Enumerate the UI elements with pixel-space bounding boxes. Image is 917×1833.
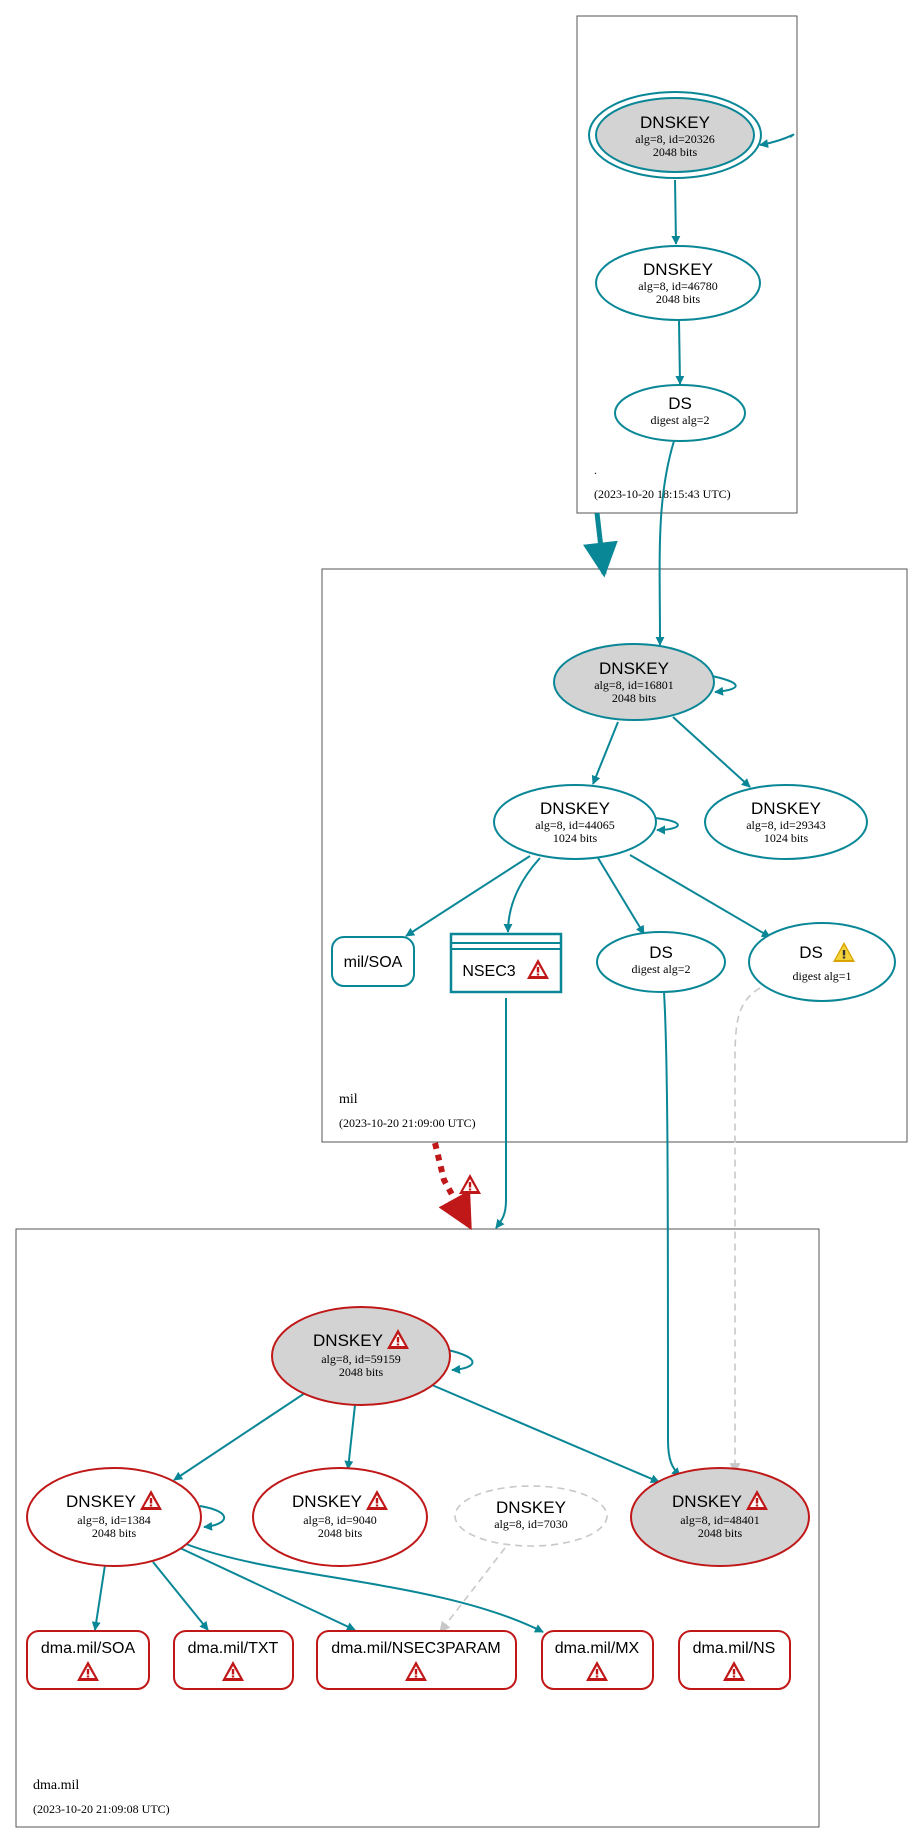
- node-title: DNSKEY: [751, 799, 821, 818]
- edge-mil-zsk-soa: [405, 855, 531, 937]
- node-title: dma.mil/TXT: [188, 1640, 279, 1657]
- node-title: DS: [668, 394, 692, 413]
- node-title: DNSKEY: [599, 659, 669, 678]
- node-title: DNSKEY: [496, 1498, 566, 1517]
- node-detail: 2048 bits: [656, 292, 701, 306]
- node-detail: alg=8, id=9040: [303, 1513, 377, 1527]
- node-title: dma.mil/NSEC3PARAM: [331, 1640, 501, 1657]
- node-dma-mx[interactable]: dma.mil/MX: [541, 1630, 654, 1690]
- node-detail: digest alg=2: [631, 962, 690, 976]
- node-title: NSEC3: [462, 963, 515, 980]
- warning-icon: [459, 1174, 481, 1194]
- edge-mil-ds1-dma-ksk48401: [729, 987, 761, 1475]
- node-title: DS: [649, 943, 673, 962]
- node-detail: alg=8, id=59159: [321, 1352, 401, 1366]
- node-dma-zsk-9040[interactable]: DNSKEY alg=8, id=9040 2048 bits: [252, 1467, 428, 1567]
- node-detail: 1024 bits: [553, 831, 598, 845]
- edge-root-ksk-self: [759, 133, 795, 149]
- edge-dma-1384-self: [199, 1505, 225, 1531]
- node-mil-nsec3[interactable]: NSEC3: [449, 932, 563, 994]
- node-detail: alg=8, id=20326: [635, 132, 715, 146]
- edge-mil-zsk-self: [654, 817, 679, 835]
- node-title: dma.mil/SOA: [41, 1640, 136, 1657]
- node-title: DNSKEY: [640, 113, 710, 132]
- node-title: DNSKEY: [66, 1492, 136, 1511]
- node-mil-soa[interactable]: mil/SOA: [331, 936, 415, 987]
- node-title: DNSKEY: [540, 799, 610, 818]
- node-title: DNSKEY: [313, 1331, 383, 1350]
- zone-mil-name: mil: [339, 1092, 358, 1107]
- node-detail: 2048 bits: [612, 691, 657, 705]
- node-dma-ksk-48401[interactable]: DNSKEY alg=8, id=48401 2048 bits: [630, 1467, 810, 1567]
- node-detail: alg=8, id=1384: [77, 1513, 151, 1527]
- edge-mil-zsk-ds1: [629, 854, 771, 938]
- node-mil-zsk[interactable]: DNSKEY alg=8, id=44065 1024 bits: [493, 784, 657, 860]
- edge-root-ds-mil-ksk: [655, 440, 675, 646]
- edge-dma-1384-txt: [152, 1561, 209, 1631]
- node-dma-txt[interactable]: dma.mil/TXT: [173, 1630, 294, 1690]
- node-detail: digest alg=2: [650, 413, 709, 427]
- edge-dma-1384-soa: [91, 1564, 106, 1631]
- node-title: DNSKEY: [672, 1492, 742, 1511]
- node-detail: 1024 bits: [764, 831, 809, 845]
- node-dma-ksk[interactable]: DNSKEY alg=8, id=59159 2048 bits: [271, 1306, 451, 1406]
- node-detail: alg=8, id=46780: [638, 279, 718, 293]
- edge-delegation-mil-dma: [432, 1142, 473, 1231]
- node-title: mil/SOA: [344, 954, 403, 971]
- node-detail: alg=8, id=7030: [494, 1517, 568, 1531]
- edge-mil-zsk-ds2: [597, 857, 645, 935]
- edges: [91, 133, 795, 1633]
- node-root-zsk[interactable]: DNSKEY alg=8, id=46780 2048 bits: [595, 245, 761, 321]
- node-detail: alg=8, id=48401: [680, 1513, 760, 1527]
- node-root-ksk[interactable]: DNSKEY alg=8, id=20326 2048 bits: [588, 91, 762, 179]
- node-title: dma.mil/NS: [693, 1640, 776, 1657]
- node-detail: alg=8, id=16801: [594, 678, 674, 692]
- zone-root-name: .: [594, 463, 597, 477]
- node-mil-ksk[interactable]: DNSKEY alg=8, id=16801 2048 bits: [553, 643, 715, 721]
- edge-nsec3-dma-zone: [495, 998, 507, 1229]
- node-root-ds[interactable]: DS digest alg=2: [614, 384, 746, 442]
- node-detail: alg=8, id=44065: [535, 818, 615, 832]
- edge-dma-1384-mx: [185, 1543, 544, 1633]
- node-dma-zsk-1384[interactable]: DNSKEY alg=8, id=1384 2048 bits: [26, 1467, 202, 1567]
- edge-mil-ksk-zsk2: [672, 716, 751, 788]
- edge-mil-ksk-zsk: [591, 721, 619, 785]
- edge-dma-ksk-1384: [173, 1392, 306, 1481]
- edge-root-ksk-zsk: [671, 179, 681, 245]
- node-title: DNSKEY: [292, 1492, 362, 1511]
- node-detail: 2048 bits: [653, 145, 698, 159]
- edge-dma-7030-nsec3param: [439, 1547, 506, 1633]
- edge-mil-zsk-nsec3: [503, 857, 541, 933]
- node-detail: 2048 bits: [318, 1526, 363, 1540]
- node-dma-soa[interactable]: dma.mil/SOA: [26, 1630, 150, 1690]
- node-detail: alg=8, id=29343: [746, 818, 826, 832]
- node-title: dma.mil/MX: [555, 1640, 640, 1657]
- node-detail: digest alg=1: [792, 969, 851, 983]
- node-detail: 2048 bits: [92, 1526, 137, 1540]
- node-dma-ns[interactable]: dma.mil/NS: [678, 1630, 791, 1690]
- zone-dma-name: dma.mil: [33, 1778, 79, 1793]
- zone-dma-mil: dma.mil (2023-10-20 21:09:08 UTC): [15, 1228, 820, 1828]
- node-dma-nsec3param[interactable]: dma.mil/NSEC3PARAM: [316, 1630, 517, 1690]
- node-mil-zsk2[interactable]: DNSKEY alg=8, id=29343 1024 bits: [704, 784, 868, 860]
- edge-delegation-root-mil: [583, 512, 618, 578]
- node-dma-key-7030[interactable]: DNSKEY alg=8, id=7030: [454, 1485, 608, 1547]
- edge-mil-ksk-self: [711, 675, 737, 696]
- edge-dma-ksk-self: [447, 1349, 474, 1374]
- edge-root-zsk-ds: [675, 319, 685, 385]
- node-detail: 2048 bits: [339, 1365, 384, 1379]
- edge-mil-ds2-dma-ksk48401: [663, 991, 681, 1477]
- edge-dma-ksk-9040: [344, 1404, 356, 1470]
- node-title: DS: [799, 943, 823, 962]
- zone-mil-timestamp: (2023-10-20 21:09:00 UTC): [339, 1116, 476, 1130]
- node-mil-ds2[interactable]: DS digest alg=2: [596, 931, 726, 993]
- node-title: DNSKEY: [643, 260, 713, 279]
- zone-dma-timestamp: (2023-10-20 21:09:08 UTC): [33, 1802, 170, 1816]
- edge-dma-ksk-48401: [431, 1384, 660, 1483]
- node-detail: 2048 bits: [698, 1526, 743, 1540]
- edge-dma-1384-nsec3param: [179, 1547, 356, 1631]
- node-mil-ds1[interactable]: DS digest alg=1: [748, 922, 896, 1002]
